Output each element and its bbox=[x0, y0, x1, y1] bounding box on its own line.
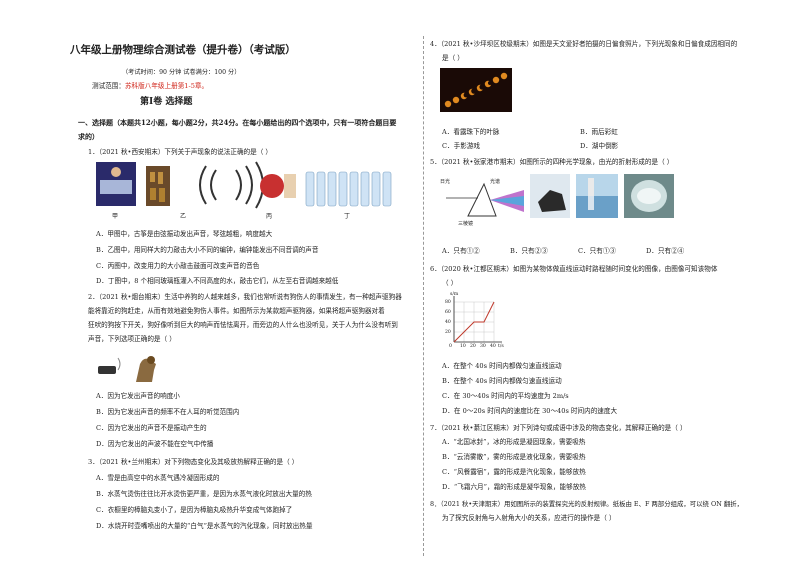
q2-stem-2: 能将靠近的狗赶走，从而有效地避免狗伤人事件。如图所示为某款超声驱狗器，如果将超声… bbox=[88, 307, 385, 315]
part-heading-cont: 求的） bbox=[78, 132, 99, 141]
q2-stem-1: 2．（2021 秋•烟台期末）生活中养狗的人越来越多，我们也常听说有狗伤人的事情… bbox=[88, 293, 402, 301]
q6-xtick-20: 20 bbox=[470, 344, 476, 349]
repeller-device bbox=[98, 366, 116, 374]
q1-fig-label-b: 乙 bbox=[180, 213, 187, 220]
q7-stem: 7．（2021 秋•綦江区期末）对下列诗句或成语中涉及的物态变化，其解释正确的是… bbox=[430, 424, 687, 432]
test-scope-label: 测试范围： bbox=[92, 82, 125, 90]
column-divider bbox=[423, 36, 424, 556]
q1-fig-label-d: 丁 bbox=[344, 213, 351, 220]
q6-stem-cont: （ ） bbox=[442, 279, 458, 287]
q6-origin: 0 bbox=[449, 344, 452, 349]
q5-figure bbox=[446, 174, 674, 218]
section-title: 第Ⅰ卷 选择题 bbox=[140, 97, 193, 107]
drum-image bbox=[260, 174, 284, 198]
q6-xlabel: t/s bbox=[498, 344, 504, 349]
q6-option-a: A．在整个 40s 时间内都做匀速直线运动 bbox=[442, 362, 562, 370]
q5-option-d: D．只有②④ bbox=[646, 247, 685, 255]
bottles-image bbox=[305, 171, 392, 207]
q5-stem: 5．（2021 秋•张家港市期末）如图所示的四种光学现象，由光的折射形成的是（ … bbox=[430, 158, 674, 166]
q5-label-sunlight: 日光 bbox=[440, 179, 451, 185]
q5-label-prism: 三棱镜 bbox=[458, 221, 474, 227]
q7-option-c: C．“风餐露宿”，露的形成是汽化现象，能够放热 bbox=[442, 468, 586, 476]
exam-title: 八年级上册物理综合测试卷（提升卷）（考试版） bbox=[70, 44, 296, 56]
q2-option-d: D．因为它发出的声波不能在空气中传播 bbox=[96, 440, 214, 448]
q1-figure bbox=[96, 161, 392, 209]
q4-option-c: C．手影游戏 bbox=[442, 142, 481, 150]
q6-option-c: C．在 30～40s 时间内的平均速度为 2m/s bbox=[442, 392, 569, 400]
q6-option-d: D．在 0～20s 时间内的速度比在 30～40s 时间内的速度大 bbox=[442, 407, 618, 415]
part-heading: 一、选择题（本题共12小题，每小题2分，共24分。在每小题给出的四个选项中，只有… bbox=[78, 118, 397, 127]
q6-stem: 6．（2020 秋•江都区期末）如图为某物体做直线运动时路程随时间变化的图像，由… bbox=[430, 265, 718, 273]
q3-option-b: B．水蒸气烫伤往往比开水烫伤更严重，是因为水蒸气液化时放出大量的热 bbox=[96, 490, 312, 498]
q6-graph-line bbox=[453, 301, 495, 343]
q6-xtick-40: 40 bbox=[490, 344, 496, 349]
q2-stem-4: 声音，下列选项正确的是（ ） bbox=[88, 335, 176, 343]
q6-distance-time-graph bbox=[453, 296, 502, 343]
q6-ytick-20: 20 bbox=[445, 330, 451, 335]
q1-fig-label-c: 丙 bbox=[266, 213, 273, 220]
q1-stem: 1．（2021 秋•西安期末）下列关于声现象的说法正确的是（ ） bbox=[88, 148, 273, 156]
q1-option-b: B．乙图中，用同样大的力敲击大小不同的编钟，编钟能发出不同音调的声音 bbox=[96, 246, 319, 254]
prism-image bbox=[446, 182, 524, 217]
q4-option-d: D．湖中倒影 bbox=[580, 142, 619, 150]
q1-option-c: C．丙图中，改变用力的大小敲击鼓面可改变声音的音色 bbox=[96, 262, 260, 270]
q4-option-a: A．看露珠下的叶脉 bbox=[442, 128, 500, 136]
q6-xtick-30: 30 bbox=[480, 344, 486, 349]
q6-ytick-40: 40 bbox=[445, 320, 451, 325]
q3-option-a: A．雪是由高空中的水蒸气遇冷凝固形成的 bbox=[96, 474, 220, 482]
test-scope: 测试范围：苏科版八年级上册第1-5章。 bbox=[92, 82, 208, 91]
q2-option-a: A．因为它发出声音的响度小 bbox=[96, 392, 180, 400]
q1-option-a: A．甲图中，古筝是由弦振动发出声音，琴弦越粗，响度越大 bbox=[96, 230, 273, 238]
exam-meta: （考试时间：90 分钟 试卷满分：100 分） bbox=[122, 69, 241, 76]
q2-figure bbox=[98, 356, 156, 382]
dog-image bbox=[136, 358, 156, 382]
q5-option-c: C．只有①③ bbox=[578, 247, 617, 255]
q4-stem-cont: 是（ ） bbox=[442, 54, 464, 62]
q4-option-b: B．雨后彩虹 bbox=[580, 128, 618, 136]
q2-option-c: C．因为它发出的声音不是振动产生的 bbox=[96, 424, 207, 432]
q6-ylabel: s/m bbox=[450, 292, 459, 297]
q6-xtick-10: 10 bbox=[460, 344, 466, 349]
q1-option-d: D．丁图中，8 个相同玻璃瓶灌入不同高度的水，敲击它们，从左至右音调越来越低 bbox=[96, 277, 339, 285]
sound-waves bbox=[199, 161, 264, 209]
q6-ytick-80: 80 bbox=[445, 300, 451, 305]
test-scope-value: 苏科版八年级上册第1-5章。 bbox=[124, 82, 209, 90]
q8-stem-cont: 为了探究反射角与入射角大小的关系，应进行的操作是（ ） bbox=[442, 514, 616, 522]
q8-stem: 8．（2021 秋•天津期末）用如图所示的装置探究光的反射规律。纸板由 E、F … bbox=[430, 500, 743, 508]
q7-option-a: A．“北国冰封”，冰的形成是凝固现象，需要吸热 bbox=[442, 438, 586, 446]
q2-option-b: B．因为它发出声音的频率不在人耳的听觉范围内 bbox=[96, 408, 240, 416]
q4-stem: 4．（2021 秋•沙坪坝区校级期末）如图是天文爱好者拍摄的日偏食照片，下列光现… bbox=[430, 40, 738, 48]
q4-eclipse-photo bbox=[440, 68, 512, 112]
q7-option-d: D．“飞霜六月”，霜的形成是凝华现象，能够放热 bbox=[442, 483, 586, 491]
q5-option-b: B．只有②③ bbox=[510, 247, 548, 255]
q3-stem: 3．（2021 秋•兰州期末）对下列物态变化及其吸放热解释正确的是（ ） bbox=[88, 458, 299, 466]
q5-label-spectrum: 光谱 bbox=[490, 179, 501, 185]
q2-stem-3: 狂吠的狗按下开关，狗好像听到巨大的响声而怯怯离开，而旁边的人什么也没听见，关于人… bbox=[88, 321, 398, 329]
q7-option-b: B．“云消雾散”，雾的形成是液化现象，需要吸热 bbox=[442, 453, 586, 461]
q3-option-d: D．水烧开时壶嘴喷出的大量的“白气”是水蒸气的汽化现象，同时放出热量 bbox=[96, 522, 313, 530]
q1-fig-label-a: 甲 bbox=[112, 213, 119, 220]
q5-option-a: A．只有①② bbox=[442, 247, 480, 255]
q6-option-b: B．在整个 40s 时间内都做匀速直线运动 bbox=[442, 377, 562, 385]
q3-option-c: C．衣橱里的樟脑丸变小了，是因为樟脑丸吸热升华变成气体跑掉了 bbox=[96, 506, 293, 514]
q6-ytick-60: 60 bbox=[445, 310, 451, 315]
